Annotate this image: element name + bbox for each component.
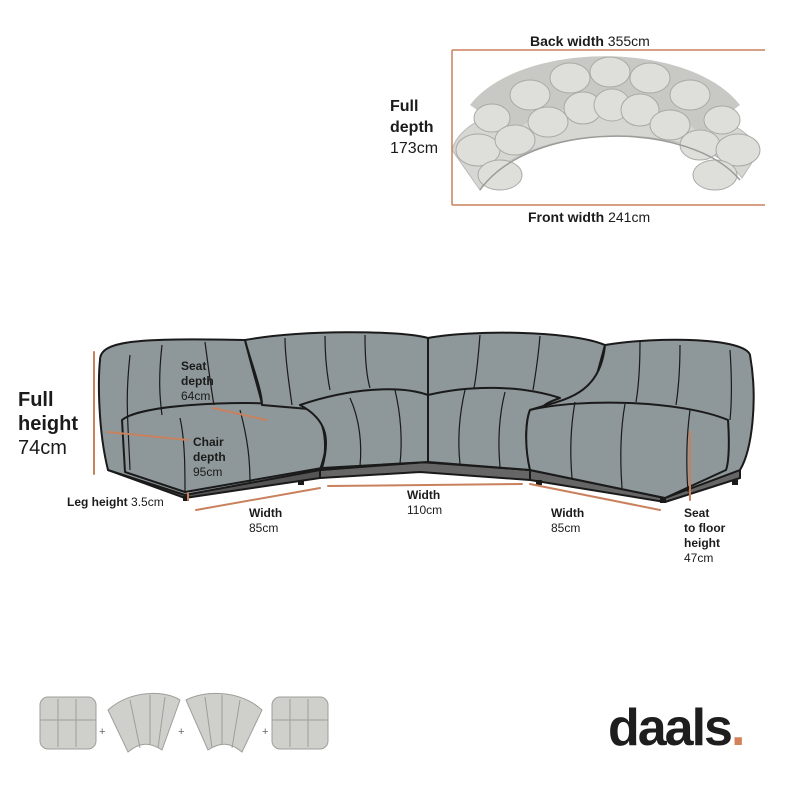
full-height-label: Full height 74cm [18, 388, 78, 460]
front-width-label: Front width 241cm [528, 209, 650, 225]
back-width-value: 355cm [607, 33, 650, 49]
seat-floor-title-3: height [684, 536, 720, 550]
leg-height-label: Leg height 3.5cm [67, 495, 164, 510]
full-height-value: 74cm [18, 437, 67, 459]
full-depth-label: Full depth 173cm [390, 96, 438, 159]
seat-floor-title-2: to floor [684, 521, 726, 535]
back-width-label: Back width 355cm [530, 33, 650, 49]
seat-floor-label: Seat to floor height 47cm [684, 506, 725, 566]
full-height-title-2: height [18, 413, 78, 435]
seat-depth-title-2: depth [181, 374, 214, 388]
width-left-label: Width 85cm [249, 506, 282, 536]
module-curved-left [107, 692, 181, 753]
width-right-title: Width [551, 506, 585, 520]
full-depth-title-2: depth [390, 119, 434, 136]
width-right-label: Width 85cm [551, 506, 584, 536]
width-left-title: Width [249, 506, 283, 520]
module-plus-2: + [178, 726, 185, 738]
full-depth-value: 173cm [390, 140, 439, 157]
daals-logo: daals. [608, 698, 746, 758]
leg-height-value: 3.5cm [131, 495, 164, 509]
module-plus-1: + [99, 726, 106, 738]
logo-dot: . [730, 699, 746, 757]
seat-floor-value: 47cm [684, 551, 714, 565]
seat-depth-label: Seat depth 64cm [181, 359, 214, 404]
top-view-dimension-lines [451, 49, 765, 206]
module-corner-left [39, 696, 97, 750]
width-right-value: 85cm [551, 521, 581, 535]
seat-floor-title-1: Seat [684, 506, 710, 520]
width-middle-value: 110cm [407, 503, 443, 517]
chair-depth-title-2: depth [193, 450, 226, 464]
front-width-value: 241cm [608, 209, 651, 225]
seat-depth-value: 64cm [181, 389, 211, 403]
seat-depth-title-1: Seat [181, 359, 207, 373]
width-middle-label: Width 110cm [407, 488, 442, 518]
logo-text: daals [608, 699, 733, 757]
top-view-sofa [451, 56, 761, 191]
front-view-dimension-lines [93, 351, 691, 511]
leg-height-title: Leg height [67, 495, 128, 509]
module-corner-right [271, 696, 329, 750]
width-middle-title: Width [407, 488, 441, 502]
front-width-title: Front width [528, 209, 605, 225]
module-curved-right [185, 692, 263, 753]
front-view-sofa [97, 331, 755, 503]
back-width-title: Back width [530, 33, 604, 49]
width-left-value: 85cm [249, 521, 279, 535]
full-depth-title-1: Full [390, 98, 419, 115]
full-height-title-1: Full [18, 389, 54, 411]
chair-depth-label: Chair depth 95cm [193, 435, 226, 480]
module-thumbnails [39, 692, 329, 753]
module-plus-3: + [262, 726, 269, 738]
chair-depth-value: 95cm [193, 465, 223, 479]
chair-depth-title-1: Chair [193, 435, 224, 449]
